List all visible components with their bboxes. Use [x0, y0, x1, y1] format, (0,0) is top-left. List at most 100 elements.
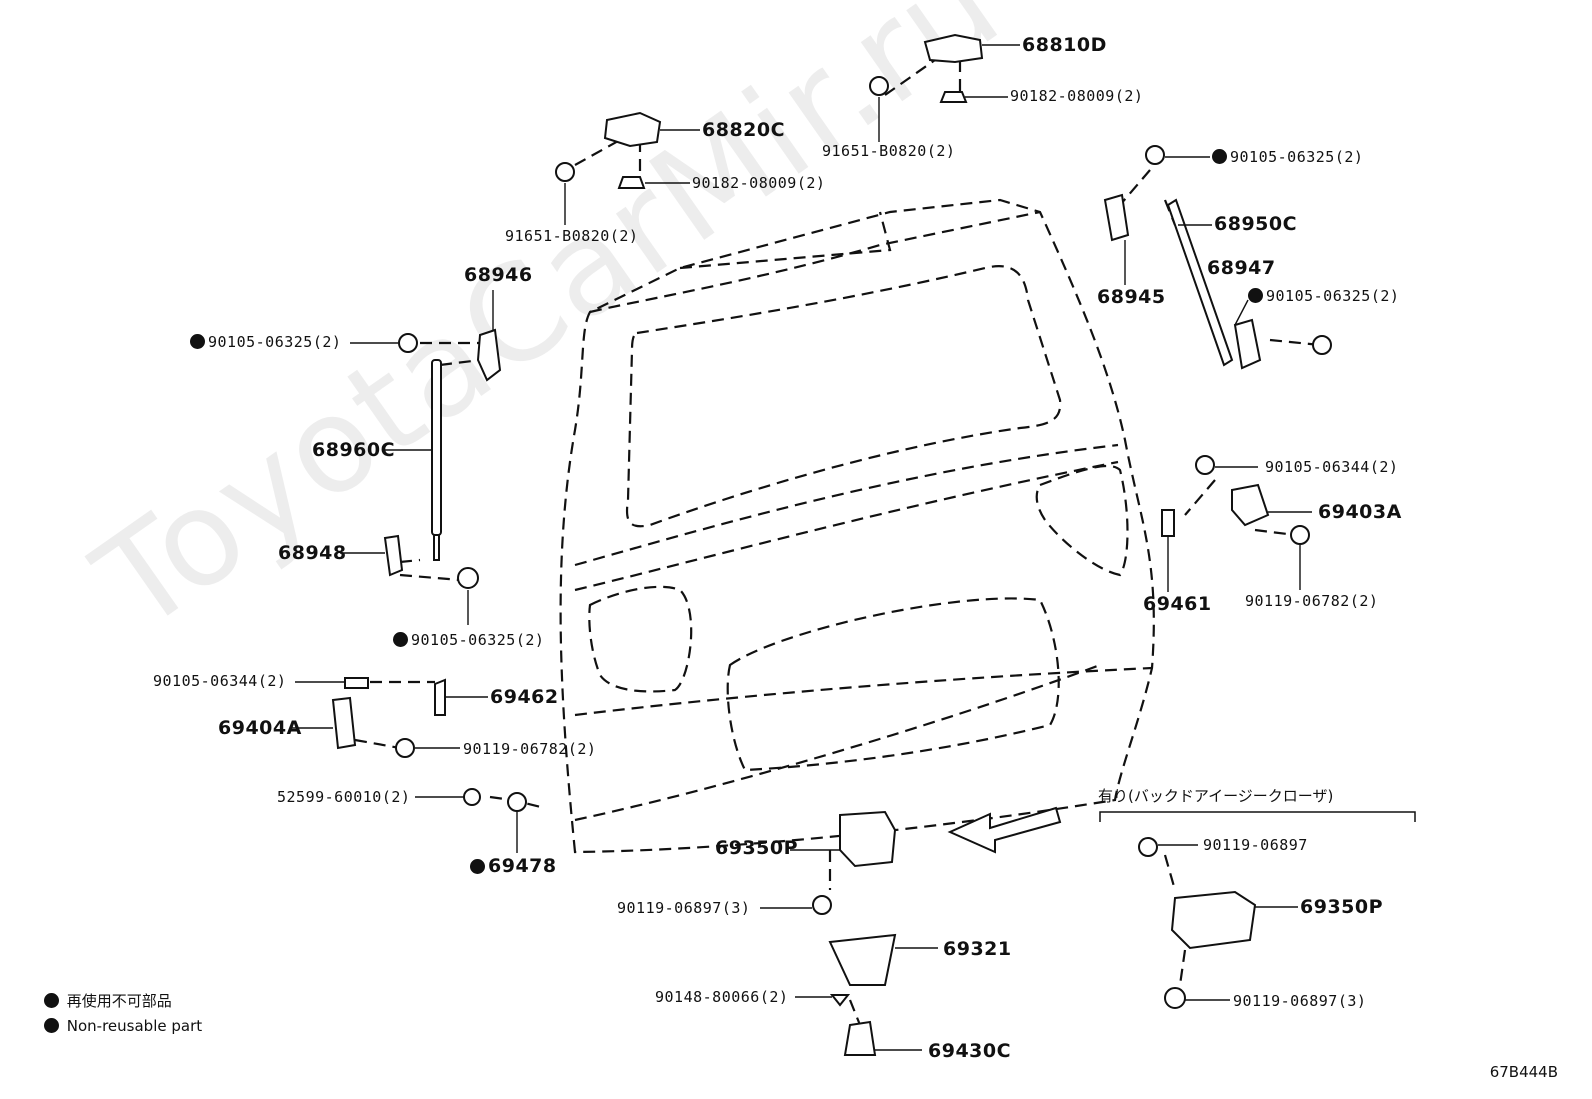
- diagram-code: 67B444B: [1489, 1063, 1558, 1081]
- label-69350P-main: 69350P: [715, 837, 799, 859]
- label-69350P-option: 69350P: [1300, 896, 1384, 918]
- nut-90182-top: [939, 91, 968, 103]
- spoiler-center: [679, 211, 892, 270]
- partno-91651-B0820-top: 91651-B0820(2): [822, 142, 956, 160]
- bracket-68947: [1233, 318, 1262, 370]
- lower-line-2: [574, 663, 1101, 822]
- bolt-90119-06782-l: [395, 738, 415, 758]
- label-68810D: 68810D: [1022, 34, 1107, 56]
- partno-91651-B0820-left: 91651-B0820(2): [505, 227, 639, 245]
- belt-line: [574, 443, 1119, 567]
- option-note: 有り(バックドアイージークローザ): [1098, 787, 1334, 805]
- lock-69350P: [839, 810, 897, 868]
- partno-90105-06344-right: 90105-06344(2): [1265, 458, 1399, 476]
- label-68820C: 68820C: [702, 119, 786, 141]
- non-reusable-dot: [1212, 149, 1227, 164]
- partno-90119-06782-left: 90119-06782(2): [463, 740, 597, 758]
- partno-text: 90105-06325(2): [208, 333, 342, 351]
- bolt-90119-06897-opt: [1138, 837, 1158, 857]
- label-69461: 69461: [1143, 593, 1212, 615]
- partno-90119-06897-opt: 90119-06897: [1203, 836, 1308, 854]
- label-68960C: 68960C: [312, 439, 396, 461]
- partno-text: 90105-06325(2): [411, 631, 545, 649]
- option-bracket: [1099, 811, 1416, 822]
- bracket-69462: [434, 678, 446, 716]
- bracket-68948: [383, 534, 404, 577]
- strut-68950C: [1166, 198, 1234, 367]
- cushion-52599: [463, 788, 481, 806]
- spoiler-outline: [589, 210, 1041, 314]
- partno-90105-06325-a: 90105-06325(2): [1212, 149, 1363, 165]
- bolt-90105-c: [398, 333, 418, 353]
- partno-90182-08009-left: 90182-08009(2): [692, 174, 826, 192]
- label-69478: 69478: [470, 857, 557, 876]
- legend-en-text: Non-reusable part: [66, 1017, 203, 1035]
- nut-90182-left: [617, 176, 646, 189]
- label-69403A: 69403A: [1318, 501, 1402, 523]
- bolt-91651-top: [869, 76, 889, 96]
- license-recess: [726, 597, 1060, 772]
- partno-90182-08009-top: 90182-08009(2): [1010, 87, 1144, 105]
- hinge-68820C: [603, 111, 662, 148]
- partno-90105-06325-b: 90105-06325(2): [1248, 288, 1399, 304]
- legend-en: Non-reusable part: [44, 1018, 202, 1034]
- partno-90105-06325-d: 90105-06325(2): [393, 632, 544, 648]
- non-reusable-dot: [393, 632, 408, 647]
- partno-90148-80066: 90148-80066(2): [655, 988, 789, 1006]
- backdoor-outline: [559, 198, 1155, 854]
- label-68945: 68945: [1097, 286, 1166, 308]
- non-reusable-dot: [1248, 288, 1263, 303]
- bolt-90105-06344-r: [1195, 455, 1215, 475]
- belt-line-lower: [574, 460, 1119, 592]
- label-69321: 69321: [943, 938, 1012, 960]
- partno-90119-06897-opt3: 90119-06897(3): [1233, 992, 1367, 1010]
- cushion-69478: [507, 792, 527, 812]
- bolt-90105-d: [457, 567, 479, 589]
- legend-jp: 再使用不可部品: [44, 993, 172, 1009]
- partno-text: 90105-06325(2): [1266, 287, 1400, 305]
- partno-text: 90105-06325(2): [1230, 148, 1364, 166]
- partno-90119-06782-right: 90119-06782(2): [1245, 592, 1379, 610]
- bracket-68945: [1103, 193, 1130, 242]
- bolt-90105-a: [1145, 145, 1165, 165]
- partno-90119-06897-3: 90119-06897(3): [617, 899, 751, 917]
- bolt-90119-06897-3: [812, 895, 832, 915]
- rear-window-outline: [625, 265, 1062, 528]
- closer-69350P: [1170, 890, 1257, 950]
- striker-69461: [1161, 509, 1175, 537]
- bolt-91651-left: [555, 162, 575, 182]
- bolt-90119-06897-opt3: [1164, 987, 1186, 1009]
- striker-69403A: [1231, 483, 1270, 527]
- label-68946: 68946: [464, 264, 533, 286]
- handle-69321: [828, 933, 897, 986]
- strut-68960C: [431, 359, 442, 536]
- legend-dot: [44, 1018, 59, 1033]
- legend-jp-text: 再使用不可部品: [66, 992, 172, 1010]
- direction-arrow: [947, 806, 1062, 854]
- label-69430C: 69430C: [928, 1040, 1012, 1062]
- partno-52599-60010: 52599-60010(2): [277, 788, 411, 806]
- label-68948: 68948: [278, 542, 347, 564]
- non-reusable-dot: [470, 859, 485, 874]
- cover-69430C: [843, 1020, 877, 1056]
- lower-line-1: [574, 666, 1153, 717]
- label-68947: 68947: [1207, 257, 1276, 279]
- strut-68960C-rod: [433, 534, 440, 561]
- striker-69404A: [331, 696, 357, 750]
- bolt-90105-06344-l: [344, 677, 369, 689]
- bracket-68946: [476, 328, 502, 382]
- hinge-68810D: [923, 33, 984, 64]
- legend-dot: [44, 993, 59, 1008]
- label-69404A: 69404A: [218, 717, 302, 739]
- screw-90148: [829, 994, 851, 1007]
- partno-90105-06344-left: 90105-06344(2): [153, 672, 287, 690]
- non-reusable-dot: [190, 334, 205, 349]
- bolt-90105-b: [1312, 335, 1332, 355]
- label-68950C: 68950C: [1214, 213, 1298, 235]
- partno-90105-06325-c: 90105-06325(2): [190, 334, 341, 350]
- right-lamp-recess: [1035, 464, 1129, 577]
- label-text: 69478: [488, 855, 557, 877]
- label-69462: 69462: [490, 686, 559, 708]
- left-lamp-recess: [588, 585, 693, 693]
